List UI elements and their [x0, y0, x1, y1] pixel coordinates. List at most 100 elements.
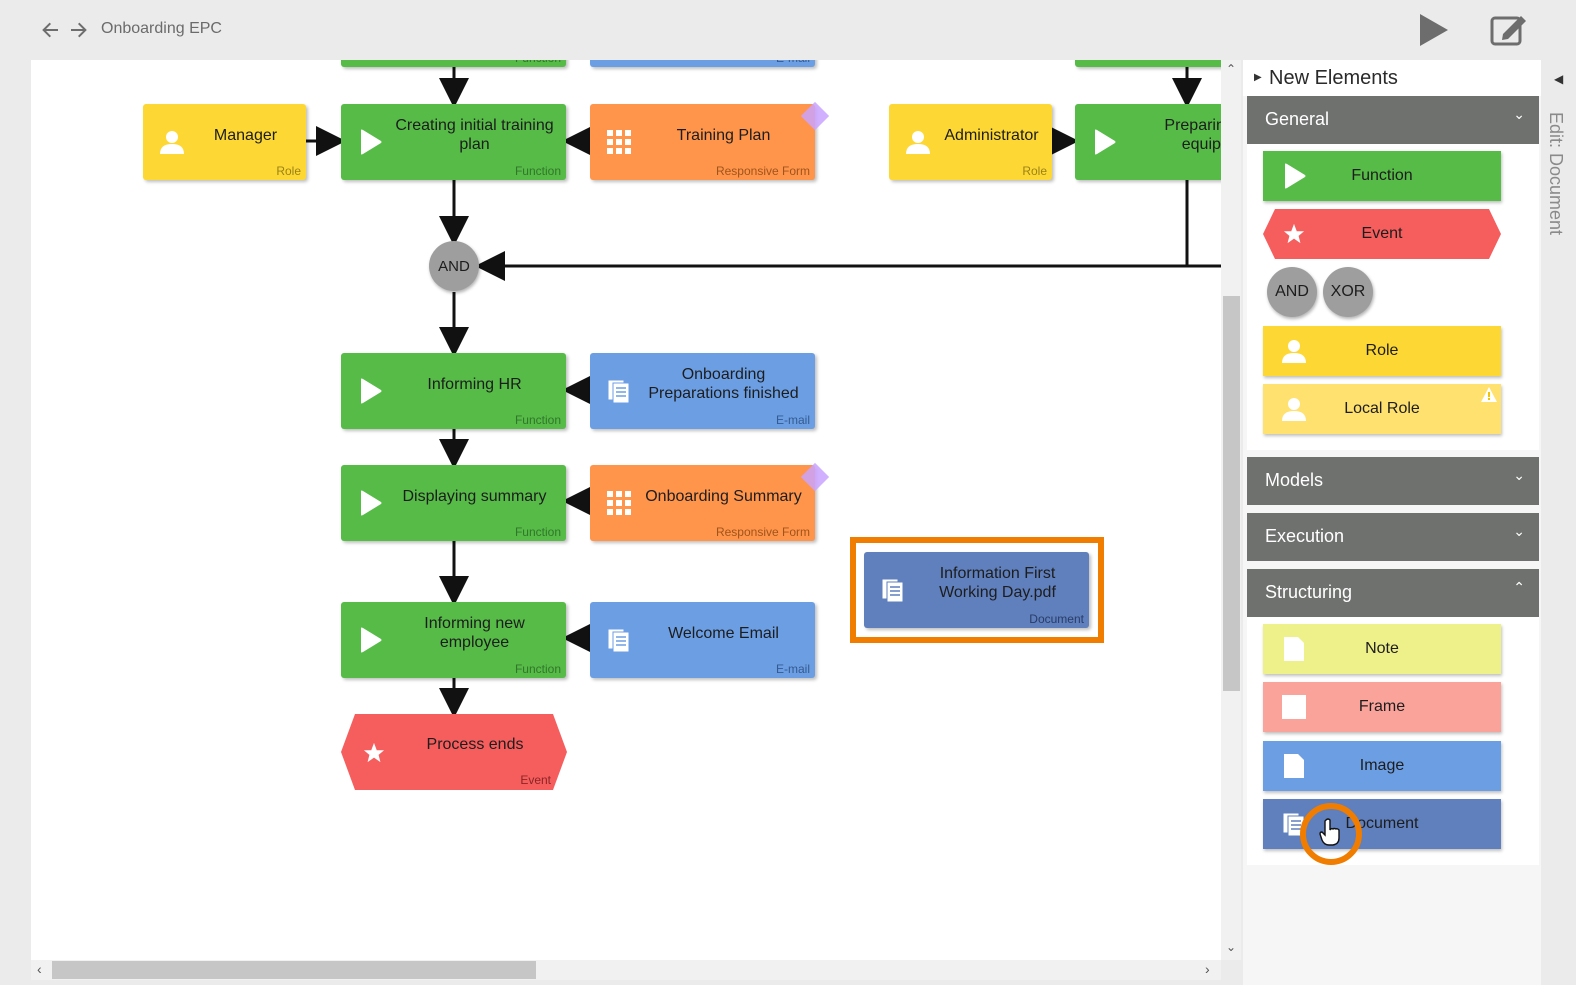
vertical-scrollbar[interactable]: ⌃ ⌄: [1221, 60, 1241, 960]
role-node-administrator[interactable]: Administrator Role: [889, 104, 1052, 180]
double-chevron-down-icon: ⌄: [1513, 467, 1525, 483]
and-gateway[interactable]: AND: [429, 241, 479, 291]
play-shape-icon: [361, 627, 382, 653]
node-type: E-mail: [775, 413, 810, 427]
palette-image[interactable]: Image: [1263, 741, 1501, 791]
role-node-manager[interactable]: Manager Role: [143, 104, 306, 180]
section-label: Models: [1265, 470, 1324, 490]
panel-title: New Elements: [1269, 67, 1398, 89]
section-structuring[interactable]: Structuring ⌃: [1247, 569, 1539, 617]
email-node-onboarding-preparations[interactable]: Onboarding Preparations finished E-mail: [590, 353, 815, 429]
form-node-onboarding-summary[interactable]: Onboarding Summary Responsive Form: [590, 462, 830, 541]
palette-label: Frame: [1358, 698, 1406, 715]
node-label: Training Plan: [676, 126, 771, 144]
email-node-welcome-email[interactable]: Welcome Email E-mail: [590, 602, 815, 678]
breadcrumb-title[interactable]: Onboarding EPC: [101, 20, 222, 37]
person-icon: [1282, 398, 1306, 421]
click-highlight-ring: [1300, 803, 1362, 865]
palette-event[interactable]: Event: [1263, 209, 1501, 259]
arrow-left-icon[interactable]: [38, 18, 62, 42]
note-icon: [1284, 637, 1304, 661]
general-body: Function Event AND XOR Role Local Role: [1247, 144, 1539, 450]
grid-icon: [607, 130, 631, 154]
function-node-informing-new-employee[interactable]: Informing new employee Function: [341, 602, 566, 678]
node-label: Onboarding Summary: [645, 487, 802, 505]
model-canvas[interactable]: Function E-mail Manager Role Creating in…: [31, 60, 1221, 960]
panel-header[interactable]: ▶ New Elements: [1243, 60, 1541, 96]
node-label: Administrator: [944, 126, 1039, 144]
node-type: Function: [514, 413, 561, 427]
node-type: Role: [276, 164, 301, 178]
palette-label: Role: [1365, 342, 1399, 359]
connection-lines: [306, 67, 1221, 718]
structuring-body: Note Frame Image Document: [1247, 617, 1539, 865]
horizontal-scrollbar[interactable]: ‹ ›: [31, 960, 1221, 980]
event-shape: [1263, 209, 1501, 259]
top-email-node[interactable]: E-mail: [590, 60, 815, 67]
play-icon[interactable]: [1416, 12, 1452, 48]
selection-highlight: [850, 537, 1104, 643]
grid-icon: [607, 491, 631, 515]
chevron-up-icon[interactable]: ⌃: [1225, 62, 1237, 76]
hand-cursor-icon: [1319, 818, 1340, 846]
top-function-node[interactable]: Function: [341, 60, 566, 67]
event-node-process-ends[interactable]: Process ends Event: [341, 714, 567, 790]
scroll-thumb[interactable]: [52, 961, 536, 979]
form-node-training-plan[interactable]: Training Plan Responsive Form: [590, 101, 830, 180]
palette-document[interactable]: Document: [1263, 799, 1501, 849]
play-shape-icon: [361, 490, 382, 516]
edit-icon[interactable]: [1489, 12, 1529, 48]
section-general[interactable]: General ⌄: [1247, 96, 1539, 144]
node-type: E-mail: [775, 662, 810, 676]
person-icon: [906, 131, 930, 154]
node-type: Function: [514, 164, 561, 178]
palette-note[interactable]: Note: [1263, 624, 1501, 674]
palette-role[interactable]: Role: [1263, 326, 1501, 376]
section-models[interactable]: Models ⌄: [1247, 457, 1539, 505]
palette-function[interactable]: Function: [1263, 151, 1501, 201]
document-stack-icon: [1282, 812, 1305, 837]
node-type: Responsive Form: [715, 164, 810, 178]
palette-label: Image: [1359, 757, 1405, 774]
node-label: Preparing te equipm: [1164, 117, 1221, 153]
node-label: Informing new employee: [424, 615, 525, 651]
function-node-informing-hr[interactable]: Informing HR Function: [341, 353, 566, 429]
palette-frame[interactable]: Frame: [1263, 682, 1501, 732]
palette-label: Document: [1345, 815, 1419, 832]
palette-local-role[interactable]: Local Role: [1263, 384, 1501, 434]
star-icon: [363, 742, 385, 763]
chevron-right-icon[interactable]: ›: [1205, 961, 1210, 977]
section-execution[interactable]: Execution ⌄: [1247, 513, 1539, 561]
palette-label: Note: [1365, 640, 1399, 657]
document-node-information-first-working-day[interactable]: Information First Working Day.pdf Docume…: [864, 552, 1089, 628]
function-node-preparing-equipment[interactable]: Preparing te equipm: [1075, 104, 1221, 180]
section-label: General: [1265, 109, 1330, 129]
event-shape: [341, 714, 567, 790]
caret-left-icon[interactable]: ◀: [1554, 72, 1564, 86]
function-node-displaying-summary[interactable]: Displaying summary Function: [341, 465, 566, 541]
scroll-thumb[interactable]: [1223, 296, 1240, 691]
palette-label: Event: [1361, 225, 1403, 242]
document-stack-icon: [881, 578, 904, 603]
node-label: Process ends: [426, 736, 524, 753]
palette-and-gateway[interactable]: AND: [1267, 267, 1317, 317]
node-label: Creating initial training plan: [395, 117, 554, 153]
function-node-creating-training-plan[interactable]: Creating initial training plan Function: [341, 104, 566, 180]
palette-label: Local Role: [1344, 400, 1420, 417]
node-label: Informing HR: [427, 375, 522, 393]
palette-xor-gateway[interactable]: XOR: [1323, 267, 1373, 317]
new-elements-panel: ▶ New Elements General ⌄ Function Event …: [1243, 60, 1541, 985]
caret-right-icon: ▶: [1254, 72, 1262, 83]
arrow-right-icon[interactable]: [67, 18, 91, 42]
chevron-down-icon[interactable]: ⌄: [1225, 940, 1237, 954]
image-icon: [1284, 754, 1304, 778]
top-bar: Onboarding EPC: [0, 0, 1576, 60]
edit-document-tab[interactable]: Edit: Document: [1546, 112, 1566, 236]
side-strip: ◀ Edit: Document: [1541, 60, 1576, 985]
chevron-left-icon[interactable]: ‹: [37, 961, 42, 977]
top-right-function-node[interactable]: [1075, 60, 1221, 67]
node-type: Responsive Form: [715, 525, 810, 539]
document-stack-icon: [607, 379, 630, 404]
person-icon: [1282, 340, 1306, 363]
node-label: Welcome Email: [668, 624, 779, 642]
